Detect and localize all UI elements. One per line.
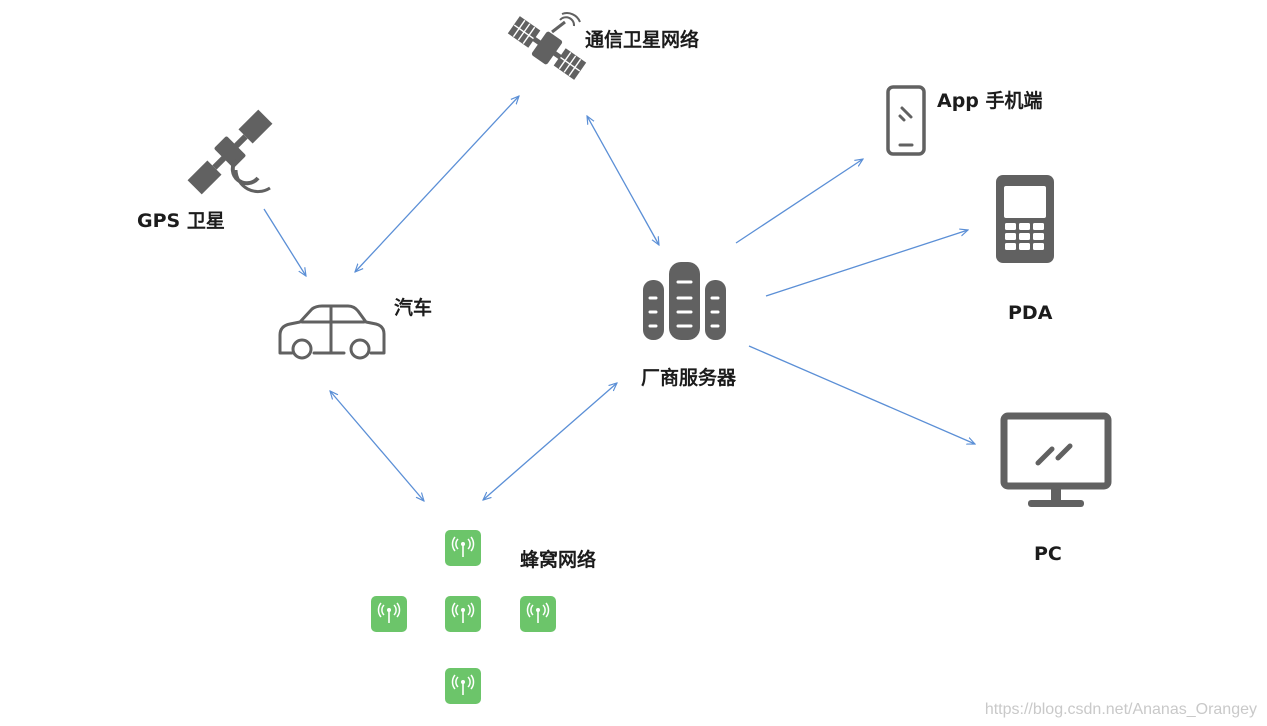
car-icon — [278, 304, 386, 360]
smartphone-icon — [886, 85, 926, 156]
arrow-server-to-pda — [765, 230, 968, 297]
server-label: 厂商服务器 — [641, 367, 737, 389]
satcom-label: 通信卫星网络 — [585, 29, 700, 51]
cellular-label: 蜂窝网络 — [520, 549, 597, 571]
arrow-server-to-app — [735, 159, 863, 244]
pc-label: PC — [1034, 543, 1062, 565]
watermark: https://blog.csdn.net/Ananas_Orangey — [984, 701, 1257, 718]
arrow-server-to-pc — [748, 345, 975, 444]
pda-label: PDA — [1008, 302, 1053, 324]
app-label: App 手机端 — [937, 90, 1043, 112]
arrow-gps-to-car — [263, 208, 306, 276]
monitor-icon — [1000, 412, 1112, 507]
arrow-car-to-satcom — [355, 96, 519, 272]
feature-phone-icon — [996, 175, 1054, 263]
gps-label: GPS 卫星 — [137, 210, 225, 232]
arrow-car-to-cellular — [330, 391, 424, 501]
arrow-cellular-to-server — [483, 383, 617, 500]
car-label: 汽车 — [394, 297, 433, 319]
connection-arrows — [263, 96, 975, 501]
server-icon — [643, 262, 726, 340]
satellite-icon — [507, 12, 587, 80]
arrow-satcom-to-server — [587, 116, 659, 245]
satellite-dish-icon — [187, 109, 273, 195]
